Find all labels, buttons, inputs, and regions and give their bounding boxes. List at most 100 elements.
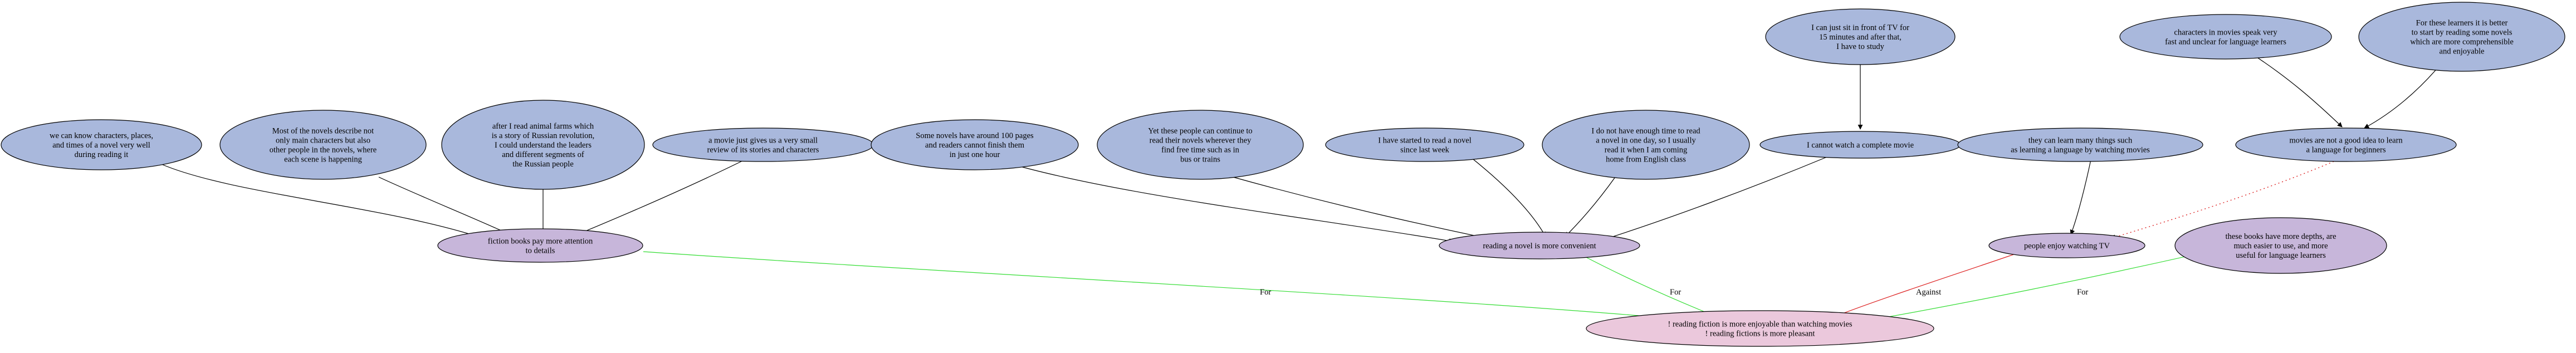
node-text-line: read it when I am coming — [1605, 146, 1688, 155]
node-shape — [1439, 232, 1640, 259]
edge-learn-things-to-enjoy-tv — [2070, 156, 2092, 235]
node-text-line: I have started to read a novel — [1378, 136, 1471, 145]
node-text-line: and times of a novel very well — [52, 141, 150, 150]
node-text-line: Most of the novels describe not — [272, 127, 374, 136]
node-enjoy-tv: people enjoy watching TV — [1988, 233, 2145, 258]
node-shape — [1097, 110, 1304, 180]
node-cannot-watch-movie: I cannot watch a complete movie — [1759, 131, 1961, 159]
node-text-line: I do not have enough time to read — [1591, 127, 1700, 136]
node-text-line: find free time such as in — [1161, 146, 1239, 155]
node-text-line: read their novels wherever they — [1150, 136, 1252, 145]
node-text-line: characters in movies speak very — [2174, 28, 2277, 37]
node-text-line: each scene is happening — [284, 155, 362, 164]
edge-novel-convenient-to-conclusion-for — [1581, 254, 1722, 320]
node-text-line: I cannot watch a complete movie — [1807, 141, 1914, 150]
edge-fiction-attention-to-conclusion-for — [643, 251, 1691, 322]
node-text-line: a novel in one day, so I usually — [1596, 136, 1696, 145]
node-shape — [871, 119, 1079, 170]
node-shape — [1988, 233, 2145, 258]
node-text-line: much easier to use, and more — [2233, 242, 2328, 251]
edge-enjoy-tv-to-conclusion-against — [1832, 251, 2022, 318]
node-shape — [1, 119, 202, 170]
node-shape — [1586, 310, 1934, 347]
node-movie-small-review: a movie just gives us a very smallreview… — [652, 128, 874, 162]
edge-started-novel-to-novel-convenient — [1470, 156, 1546, 237]
node-text-line: these books have more depths, are — [2226, 232, 2337, 241]
node-text-line: Yet these people can continue to — [1148, 127, 1252, 136]
node-novel-convenient: reading a novel is more convenient — [1439, 232, 1640, 259]
node-text-line: Some novels have around 100 pages — [916, 131, 1034, 140]
node-text-line: For these learners it is better — [2416, 19, 2508, 28]
node-text-line: useful for language learners — [2236, 251, 2326, 260]
edge-cannot-watch-to-novel-convenient — [1604, 156, 1827, 241]
node-shape — [2174, 217, 2387, 274]
node-characters-places: we can know characters, places,and times… — [1, 119, 202, 170]
node-text-line: other people in the novels, where — [270, 146, 377, 155]
node-text-line: ! reading fiction is more enjoyable than… — [1668, 320, 1852, 329]
node-text-line: movies are not a good idea to learn — [2289, 136, 2403, 145]
node-text-line: 15 minutes and after that, — [1819, 33, 1902, 42]
edge-better-start-to-not-good-idea — [2364, 62, 2443, 129]
node-text-line: home from English class — [1606, 155, 1686, 164]
node-conclusion: ! reading fiction is more enjoyable than… — [1586, 310, 1934, 347]
node-text-line: a movie just gives us a very small — [708, 136, 818, 145]
node-shape — [1765, 8, 1956, 65]
edge-label-for-1: For — [1260, 288, 1271, 297]
node-shape — [2358, 2, 2565, 72]
node-shape — [1325, 128, 1524, 162]
node-text-line: which are more comprehensible — [2410, 38, 2514, 47]
node-text-line: in just one hour — [950, 150, 1000, 159]
edge-continue-reading-to-novel-convenient — [1230, 176, 1493, 241]
node-text-line: after I read animal farms which — [492, 122, 594, 131]
node-text-line: I could understand the leaders — [495, 141, 592, 150]
edge-characters-to-fiction-attention — [161, 164, 491, 242]
node-text-line: since last week — [1400, 146, 1450, 155]
node-text-line: I can just sit in front of TV for — [1811, 23, 1909, 32]
node-text-line: bus or trains — [1180, 155, 1220, 164]
node-text-line: is a story of Russian revolution, — [492, 131, 594, 140]
nodes: we can know characters, places,and times… — [1, 2, 2565, 347]
node-text-line: and enjoyable — [2440, 47, 2485, 56]
edge-label-for-2: For — [1670, 288, 1681, 297]
node-text-line: a language for beginners — [2306, 146, 2386, 155]
node-shape — [2235, 128, 2457, 162]
edge-speak-fast-to-not-good-idea — [2250, 52, 2343, 128]
node-shape — [2119, 14, 2332, 60]
edge-100-pages-to-novel-convenient — [1002, 161, 1454, 244]
node-text-line: we can know characters, places, — [50, 131, 153, 140]
node-text-line: to start by reading some novels — [2412, 28, 2513, 37]
node-text-line: fast and unclear for language learners — [2165, 38, 2286, 47]
node-text-line: fiction books pay more attention — [488, 237, 593, 246]
node-shape — [219, 110, 427, 180]
node-shape — [1957, 128, 2203, 162]
node-text-line: the Russian people — [512, 160, 574, 169]
edge-no-time-to-novel-convenient — [1565, 176, 1616, 237]
node-text-line: as learning a language by watching movie… — [2011, 146, 2150, 155]
edge-label-for-3: For — [2077, 288, 2088, 297]
edges: For For Against For — [161, 52, 2443, 324]
node-text-line: reading a novel is more convenient — [1483, 242, 1596, 251]
node-text-line: and readers cannot finish them — [925, 141, 1025, 150]
node-text-line: review of its stories and characters — [707, 146, 819, 155]
node-text-line: to details — [526, 247, 555, 256]
node-shape — [437, 228, 643, 263]
node-text-line: and different segments of — [502, 150, 584, 159]
node-shape — [441, 100, 645, 190]
edge-more-depths-to-conclusion-for — [1860, 253, 2201, 324]
node-text-line: I have to study — [1836, 42, 1885, 51]
node-shape — [1542, 110, 1750, 180]
